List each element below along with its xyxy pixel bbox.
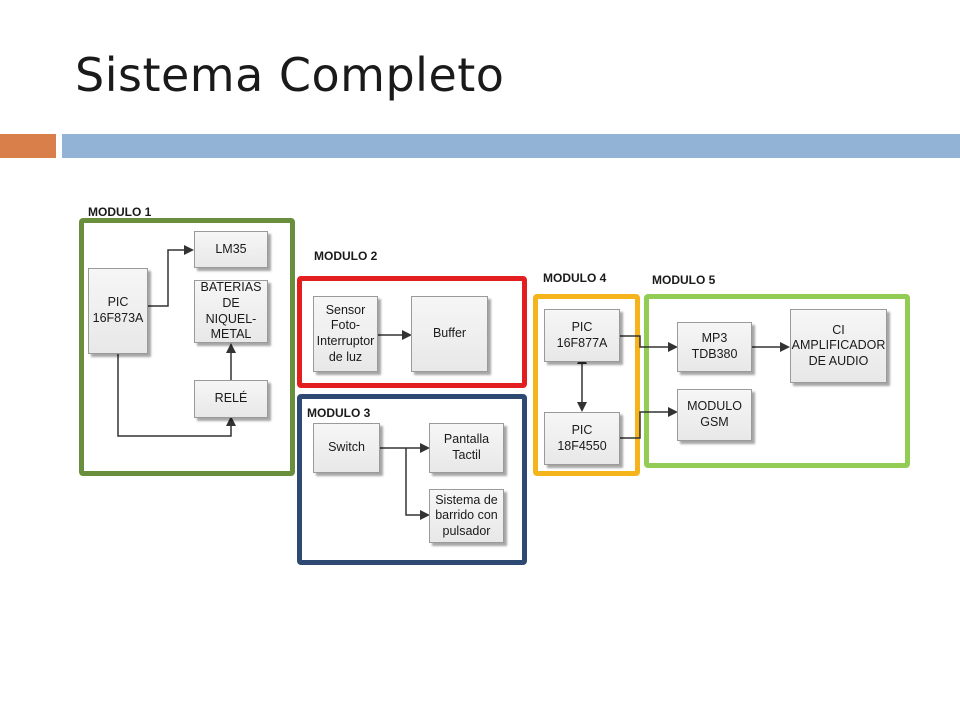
module-5-frame bbox=[644, 294, 910, 468]
module-5-label: MODULO 5 bbox=[652, 273, 716, 287]
wire-pic18-to-gsm bbox=[620, 407, 678, 439]
block-pic-16f873a: PIC 16F873A bbox=[88, 268, 148, 354]
wire-switch-to-sistema bbox=[405, 448, 430, 520]
module-2-frame bbox=[297, 276, 527, 388]
module-1-frame bbox=[79, 218, 295, 476]
block-ci-amplificador: CI AMPLIFICADOR DE AUDIO bbox=[790, 309, 887, 383]
block-baterias: BATERIAS DE NIQUEL- METAL bbox=[194, 280, 268, 343]
block-pic-16f877a: PIC 16F877A bbox=[544, 309, 620, 362]
block-pic-18f4550: PIC 18F4550 bbox=[544, 412, 620, 465]
wire-pic-to-lm35 bbox=[148, 245, 194, 307]
wire-pic-to-rele bbox=[117, 354, 236, 437]
slide-title: Sistema Completo bbox=[75, 48, 505, 102]
block-modulo-gsm: MODULO GSM bbox=[677, 389, 752, 441]
block-sensor: Sensor Foto- Interruptor de luz bbox=[313, 296, 378, 372]
module-3-label: MODULO 3 bbox=[307, 406, 371, 420]
module-4-label: MODULO 4 bbox=[543, 271, 607, 285]
block-pantalla: Pantalla Tactil bbox=[429, 423, 504, 473]
module-4-frame bbox=[533, 294, 640, 476]
wire-pic16-to-mp3 bbox=[620, 335, 678, 352]
block-buffer: Buffer bbox=[411, 296, 488, 372]
block-lm35: LM35 bbox=[194, 231, 268, 268]
block-switch: Switch bbox=[313, 423, 380, 473]
block-rele: RELÉ bbox=[194, 380, 268, 418]
block-mp3: MP3 TDB380 bbox=[677, 322, 752, 372]
module-1-label: MODULO 1 bbox=[88, 205, 152, 219]
title-accent-bar bbox=[0, 134, 56, 158]
title-underline-bar bbox=[62, 134, 960, 158]
module-2-label: MODULO 2 bbox=[314, 249, 378, 263]
module-3-frame bbox=[297, 394, 527, 565]
block-sistema-barrido: Sistema de barrido con pulsador bbox=[429, 489, 504, 543]
